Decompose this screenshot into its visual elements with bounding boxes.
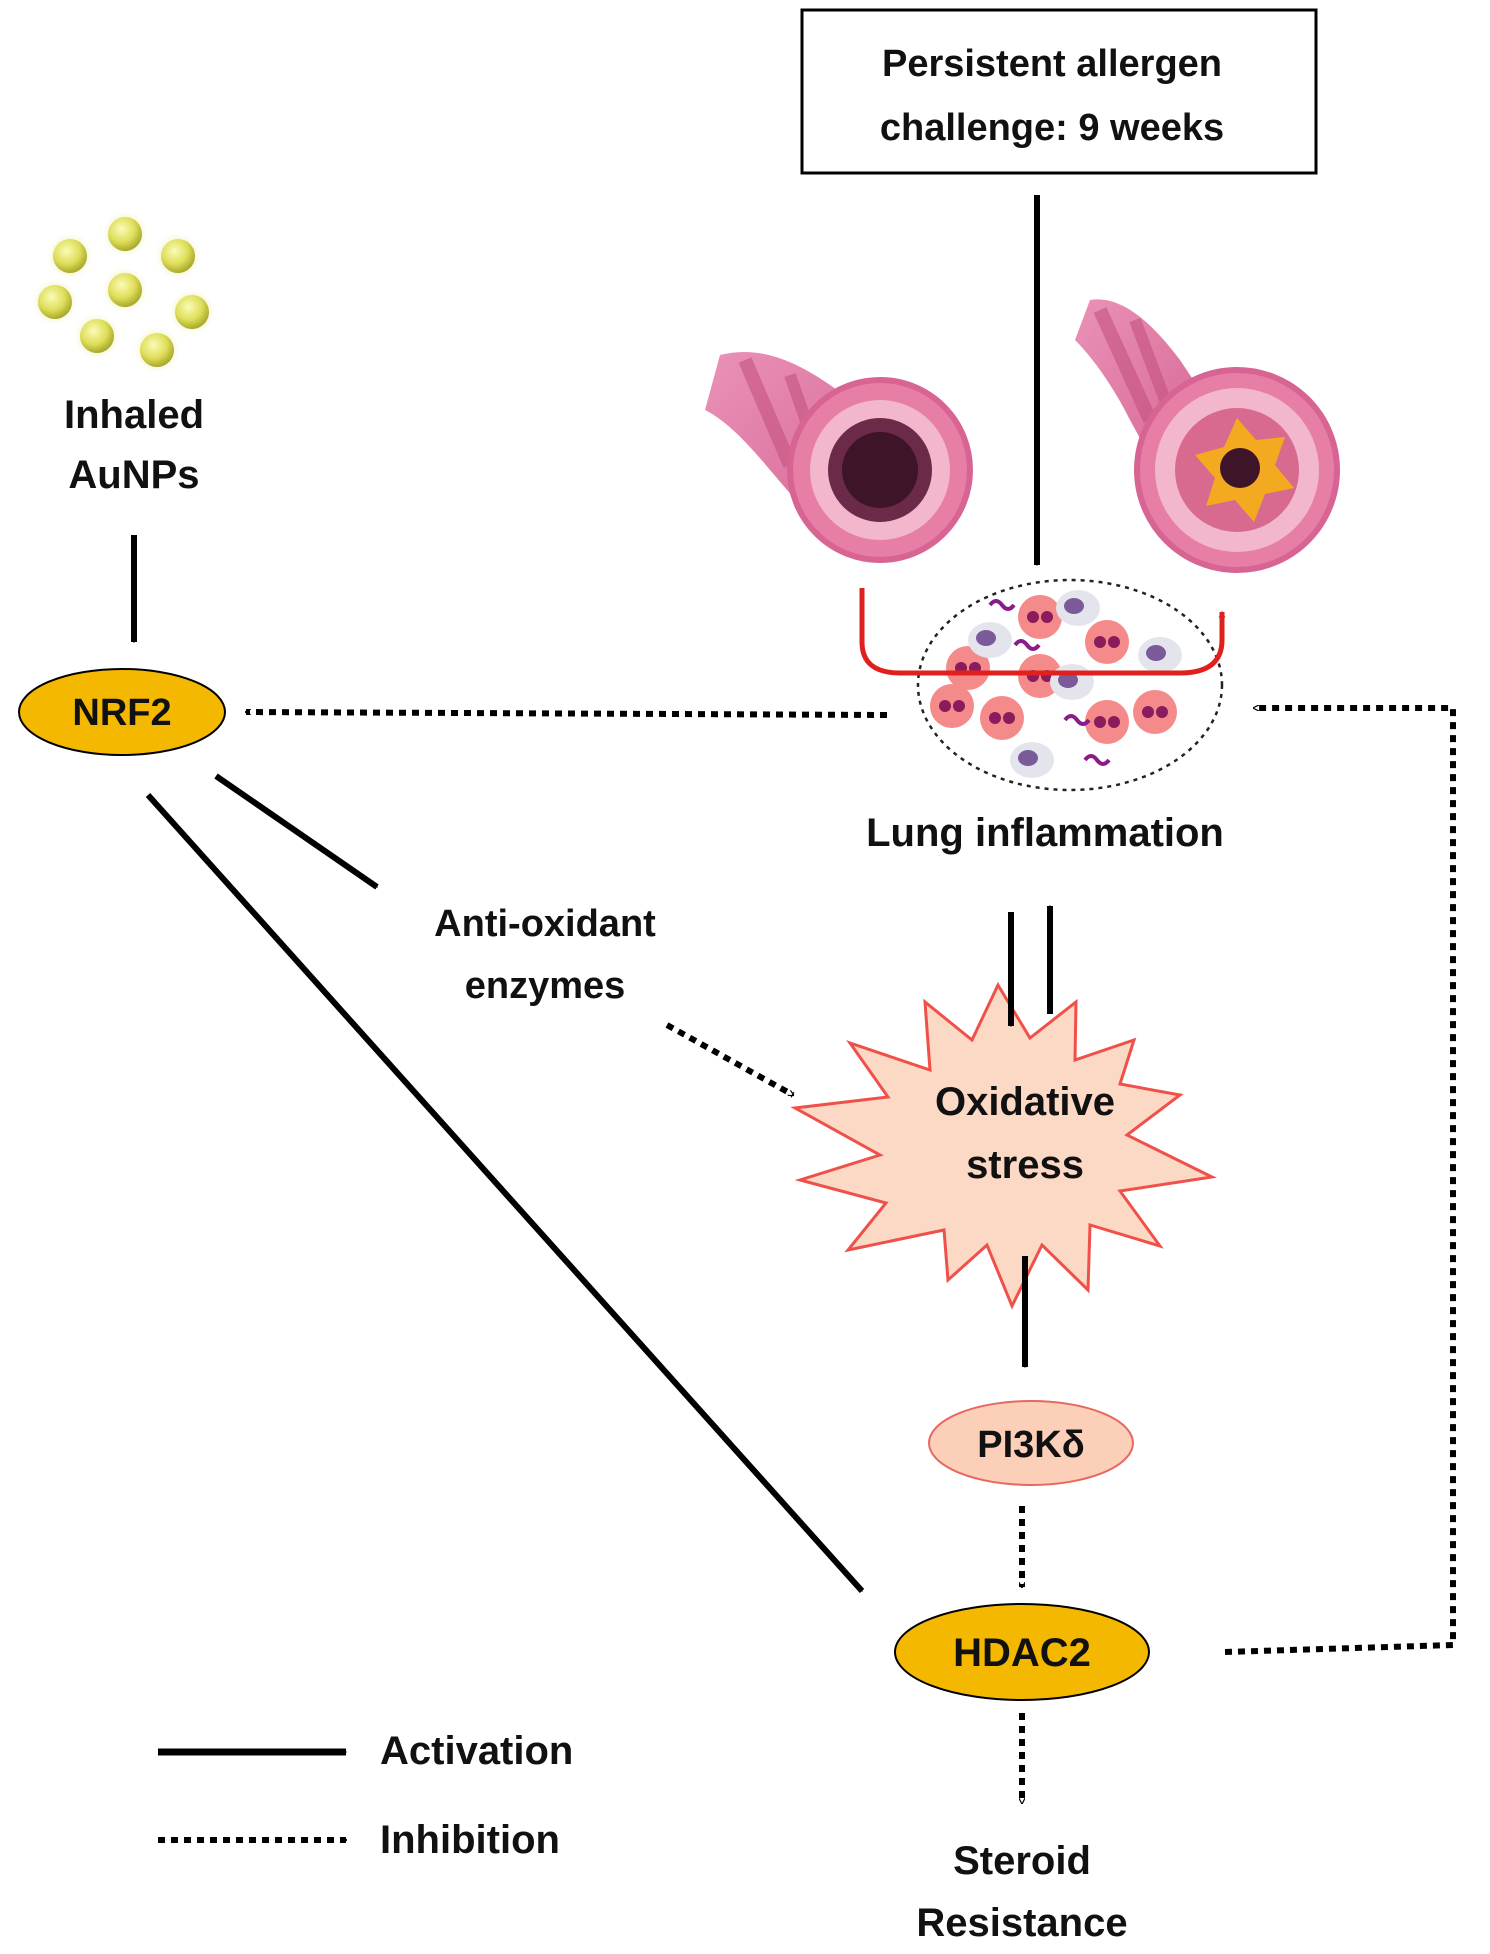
allergen-box-line1: Persistent allergen xyxy=(882,43,1222,85)
steroid-resistance-line1: Steroid xyxy=(953,1839,1091,1883)
gold-nanoparticles-icon xyxy=(30,209,217,375)
lung-inflammation-label: Lung inflammation xyxy=(866,811,1224,855)
steroid-resistance-line2: Resistance xyxy=(916,1901,1127,1945)
legend: Activation Inhibition xyxy=(158,1729,573,1862)
lung-inflammation-cells-icon xyxy=(916,578,1224,792)
nanoparticle xyxy=(132,325,182,375)
inflammatory-cell xyxy=(1133,690,1177,734)
arrow-nrf2-to-antioxidant xyxy=(214,773,379,890)
antioxidant-enzymes-line1: Anti-oxidant xyxy=(434,903,656,945)
pi3k-delta-node xyxy=(928,1400,1134,1486)
allergen-challenge-box: Persistent allergen challenge: 9 weeks xyxy=(800,8,1318,175)
nanoparticle xyxy=(100,209,150,259)
nrf2-node xyxy=(18,668,226,756)
arrow-nrf2-to-hdac2 xyxy=(145,792,865,1594)
immune-cell xyxy=(1010,742,1054,778)
inflammatory-cell xyxy=(980,696,1024,740)
inflammatory-cell xyxy=(1085,620,1129,664)
hdac2-label: HDAC2 xyxy=(953,1631,1091,1675)
nanoparticle xyxy=(45,231,95,281)
oxidative-stress-line1: Oxidative xyxy=(935,1080,1115,1124)
allergen-box-line2: challenge: 9 weeks xyxy=(880,107,1224,149)
nanoparticle xyxy=(72,311,122,361)
inflammatory-cell xyxy=(1018,595,1062,639)
immune-cell xyxy=(1050,664,1094,700)
nanoparticle xyxy=(167,287,217,337)
legend-activation-label: Activation xyxy=(380,1729,573,1773)
inflamed-airway-icon xyxy=(1075,299,1340,573)
nanoparticle xyxy=(30,277,80,327)
airway-remodeling-arrow xyxy=(859,588,1226,676)
inflammatory-cell xyxy=(1085,700,1129,744)
legend-inhibition-label: Inhibition xyxy=(380,1818,560,1862)
antioxidant-enzymes-line2: enzymes xyxy=(465,965,626,1007)
immune-cell xyxy=(1056,590,1100,626)
inhibition-arrows xyxy=(246,705,1456,1803)
immune-cell xyxy=(968,622,1012,658)
nanoparticle xyxy=(100,265,150,315)
arrow-hdac2-to-lung xyxy=(1224,705,1456,1655)
inhaled-aunps-line1: Inhaled xyxy=(64,393,204,437)
nanoparticle xyxy=(153,231,203,281)
arrow-lung-to-nrf2 xyxy=(246,712,888,718)
immune-cell xyxy=(1138,637,1182,673)
oxidative-stress-star xyxy=(790,981,1217,1310)
pi3k-delta-label: PI3Kδ xyxy=(977,1424,1085,1466)
inflammatory-cell xyxy=(930,684,974,728)
inhaled-aunps-line2: AuNPs xyxy=(68,453,199,497)
arrow-antioxidant-to-oxidative xyxy=(665,1022,793,1098)
nrf2-label: NRF2 xyxy=(72,692,171,734)
oxidative-stress-line2: stress xyxy=(966,1143,1084,1187)
hdac2-node xyxy=(894,1603,1150,1701)
healthy-airway-icon xyxy=(705,352,973,563)
activation-arrows xyxy=(131,195,1053,1594)
